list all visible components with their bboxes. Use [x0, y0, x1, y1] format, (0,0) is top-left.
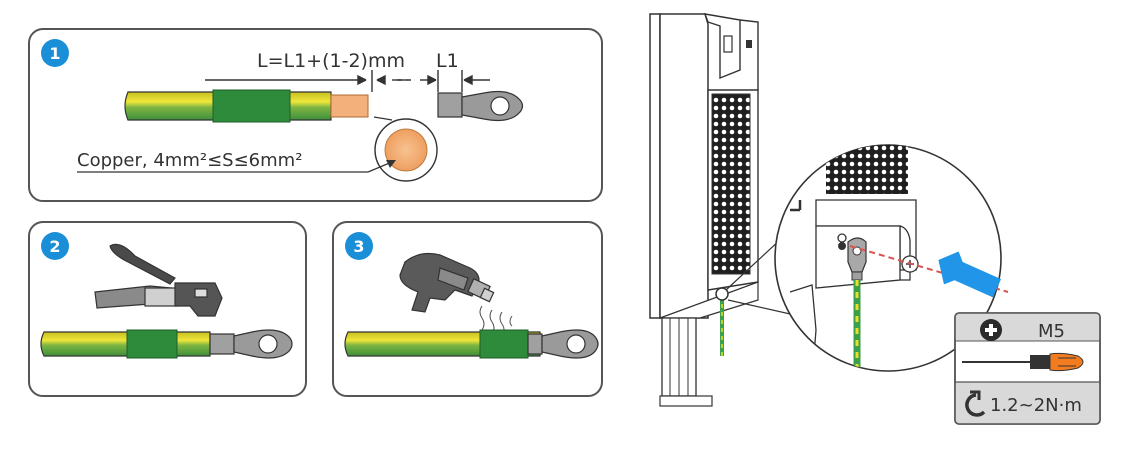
ring-terminal: [437, 90, 524, 122]
heat-shrink-sleeve: [212, 89, 291, 123]
sleeved-cable: [344, 329, 599, 359]
spec-box: M5 1.2~2N·m: [954, 312, 1101, 425]
step-3-badge: 3: [345, 232, 373, 260]
step-1-number: 1: [49, 44, 60, 63]
copper-core: [330, 94, 369, 118]
ground-symbol-icon: [837, 233, 847, 250]
insertion-arrow: [938, 251, 1002, 298]
ground-terminal-detail: [774, 144, 1009, 372]
step-1-badge-circle: [41, 39, 69, 67]
step-2-number: 2: [49, 237, 60, 256]
step-2-frame: [28, 221, 307, 397]
l1-label: L1: [436, 50, 459, 72]
crimping-tool-icon: [94, 243, 223, 317]
step-2-panel: 2: [28, 221, 307, 397]
inverter-side-view: [649, 13, 759, 407]
heat-sink-grille: [711, 93, 751, 275]
step-3-number: 3: [353, 237, 364, 256]
step-3-panel: 3: [332, 221, 603, 397]
dimension-label: L=L1+(1-2)mm: [257, 50, 405, 72]
detail-heat-sink-grille: [826, 145, 908, 194]
crimped-cable: [40, 329, 293, 359]
ground-point-marker: [715, 287, 729, 301]
step-1-badge: 1: [41, 39, 69, 67]
step-1-panel: 1 L=L1+(1-2)mm L1: [28, 28, 603, 202]
material-label: Copper, 4mm²≤S≤6mm²: [77, 150, 302, 171]
dimension-arrows: [205, 70, 490, 92]
screw-axis-line: [849, 245, 1009, 293]
screwdriver-icon: [962, 352, 1084, 372]
heat-gun-icon: [399, 252, 495, 313]
stripped-cable: [124, 89, 369, 123]
step-2-badge: 2: [41, 232, 69, 260]
screw-size-label: M5: [1038, 321, 1065, 342]
step-3-frame: [332, 221, 603, 397]
torque-label: 1.2~2N·m: [990, 395, 1082, 416]
torque-rotate-icon: [965, 390, 986, 417]
plus-screwdriver-icon: [980, 319, 1002, 341]
